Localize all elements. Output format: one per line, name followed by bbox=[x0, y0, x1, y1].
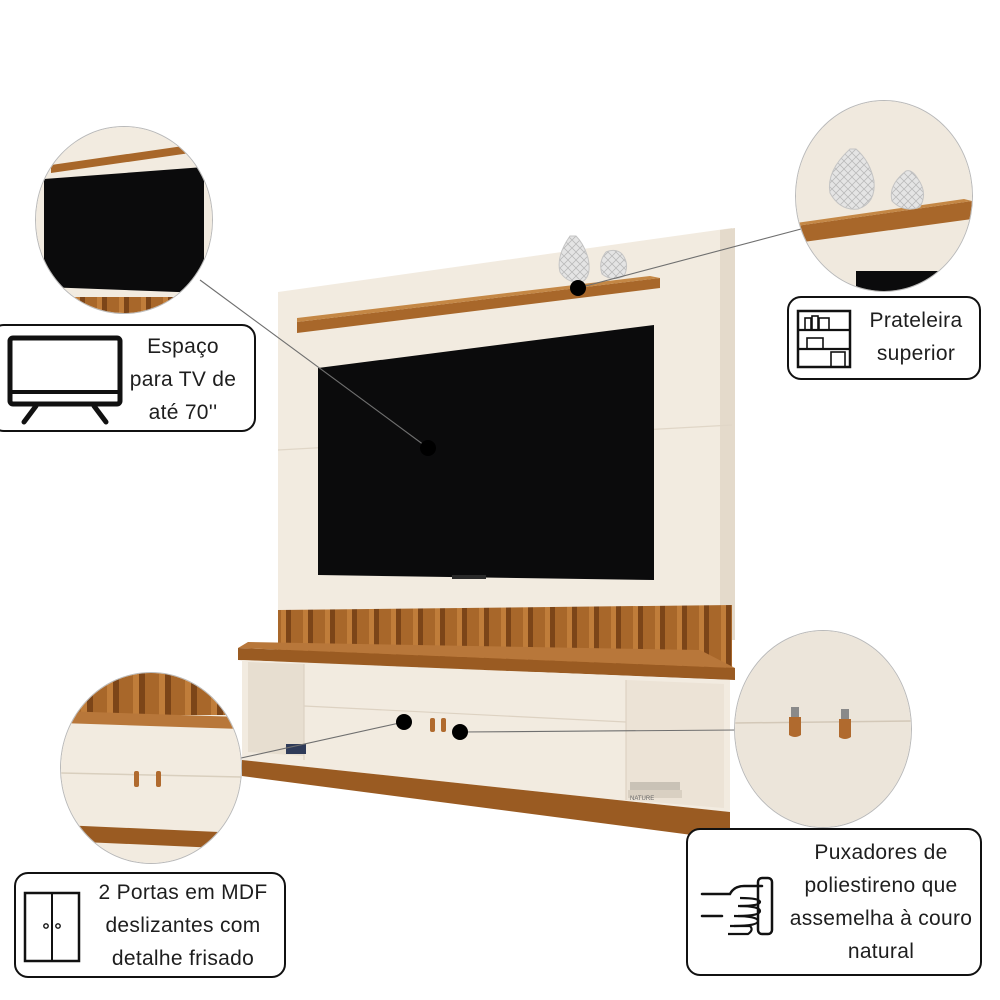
shelf-dot bbox=[570, 280, 586, 296]
handles-line-2: poliestireno que bbox=[804, 874, 958, 897]
sliding-doors-icon bbox=[23, 891, 81, 963]
tv-space-dot bbox=[420, 440, 436, 456]
tv-screen bbox=[318, 325, 654, 580]
door-dot bbox=[396, 714, 412, 730]
callout-top-shelf: Prateleira superior bbox=[787, 296, 981, 380]
rack-top bbox=[238, 642, 735, 680]
tv-icon bbox=[7, 335, 123, 425]
doors-line-3: detalhe frisado bbox=[111, 947, 255, 970]
rack-base bbox=[242, 760, 730, 840]
tv-space-line-1: Espaço bbox=[147, 335, 219, 358]
top-shelf bbox=[297, 276, 660, 333]
pointer-lines bbox=[199, 223, 821, 761]
hand-grip-icon bbox=[700, 876, 774, 936]
rack-body: NATURE bbox=[242, 660, 730, 812]
svg-text:NATURE: NATURE bbox=[630, 796, 654, 802]
handle-dot bbox=[452, 724, 468, 740]
handles-line-1: Puxadores de bbox=[814, 841, 948, 864]
zoom-tv bbox=[35, 126, 213, 314]
tv-space-line-3: até 70'' bbox=[148, 401, 218, 424]
handles-line-3: assemelha à couro bbox=[789, 907, 973, 930]
handles-line-4: natural bbox=[847, 940, 915, 963]
top-shelf-line-2: superior bbox=[876, 342, 956, 365]
zoom-shelf bbox=[795, 100, 973, 292]
tv-space-line-2: para TV de bbox=[129, 368, 237, 391]
zoom-doors bbox=[60, 672, 242, 864]
callout-handles: Puxadores de poliestireno que assemelha … bbox=[686, 828, 982, 976]
shelf-icon bbox=[796, 309, 852, 369]
doors-line-2: deslizantes com bbox=[105, 914, 261, 937]
callout-tv-space: Espaço para TV de até 70'' bbox=[0, 324, 256, 432]
top-shelf-line-1: Prateleira bbox=[869, 309, 963, 332]
doors-line-1: 2 Portas em MDF bbox=[98, 881, 268, 904]
callout-doors: 2 Portas em MDF deslizantes com detalhe … bbox=[14, 872, 286, 978]
zoom-handles bbox=[734, 630, 912, 828]
